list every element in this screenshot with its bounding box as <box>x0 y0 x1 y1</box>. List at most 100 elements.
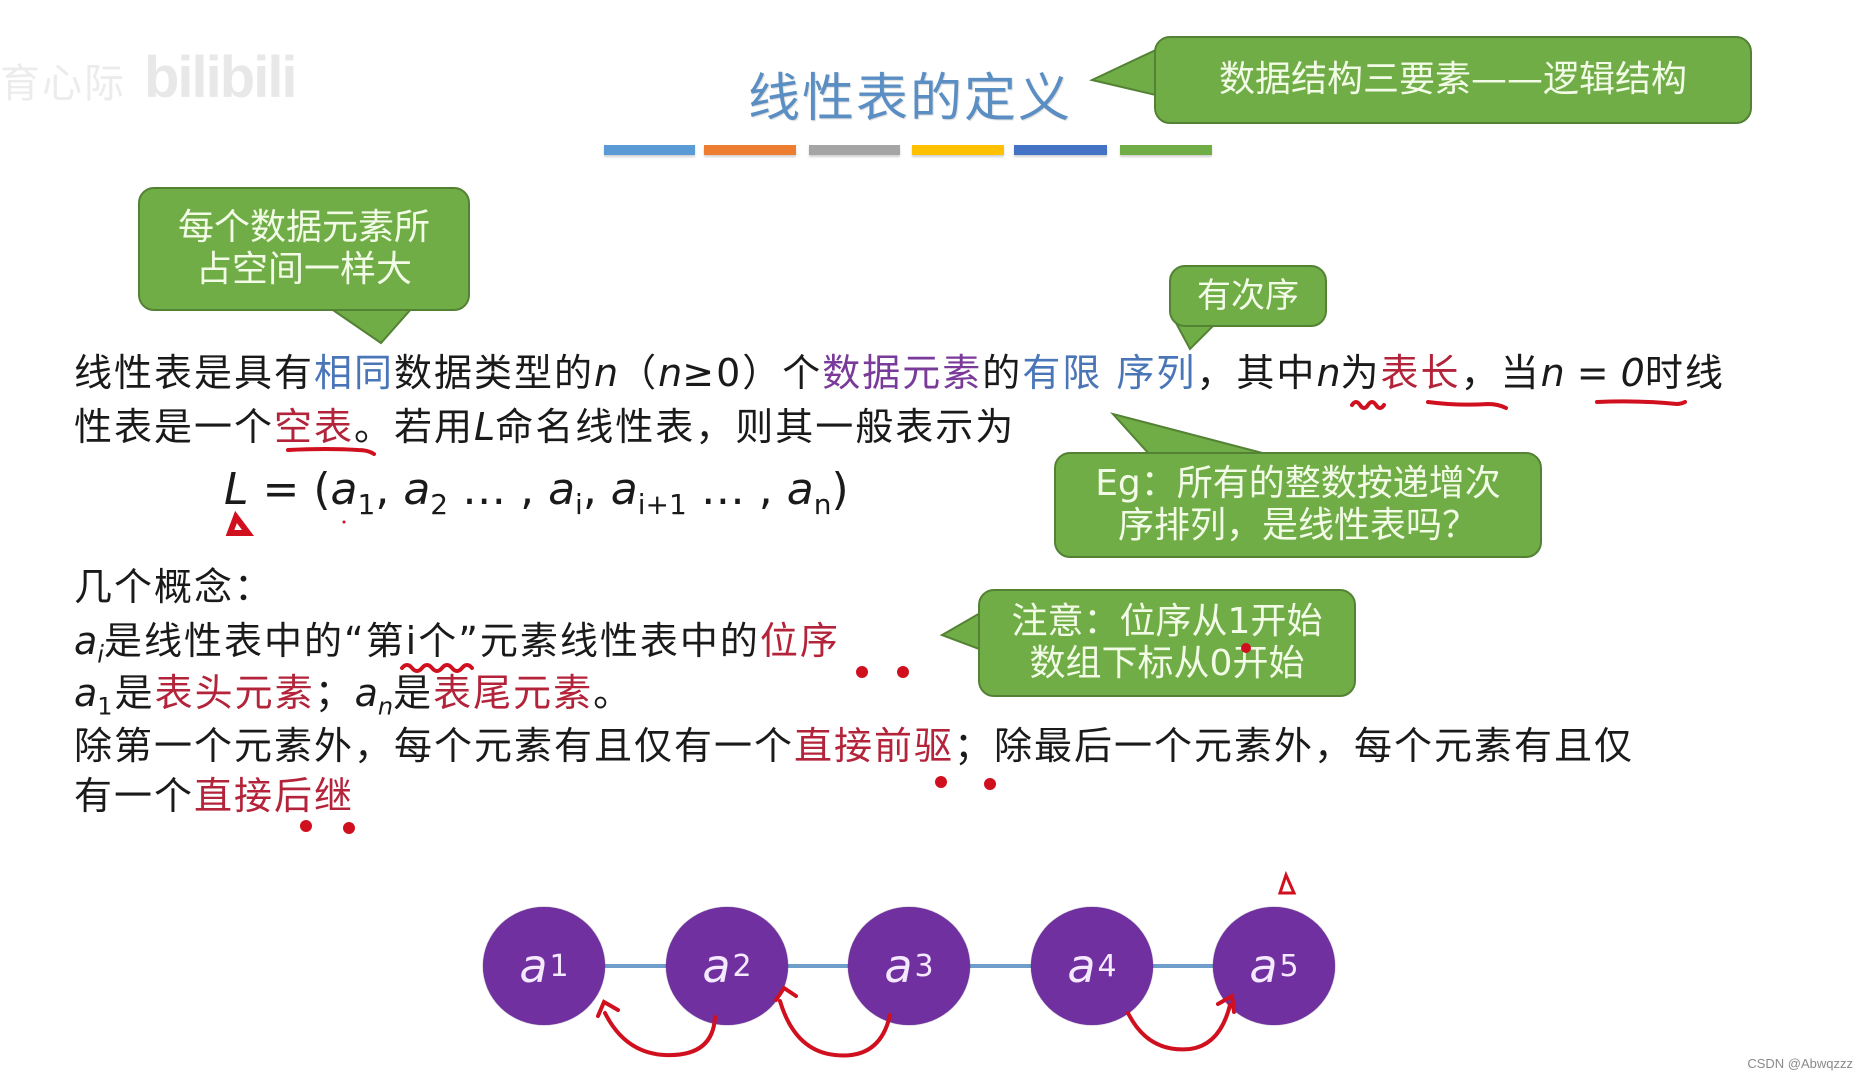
node-label: a <box>884 939 913 993</box>
underline <box>286 447 376 456</box>
text: （ <box>618 351 659 395</box>
csdn-watermark: CSDN @Abwqzzz <box>1747 1056 1853 1071</box>
node-link <box>965 964 1035 968</box>
concept-line-position: ai是线性表中的“第i个”元素线性表中的位序 <box>74 622 840 667</box>
node-label: a <box>519 939 548 993</box>
keyword-direct-predecessor: 直接前驱 <box>794 724 955 768</box>
subscript: 1 <box>357 487 376 521</box>
node-label: a <box>702 939 731 993</box>
color-bar-darkblue <box>1014 145 1107 155</box>
var-a: a <box>548 464 576 515</box>
subscript: n <box>813 487 832 521</box>
keyword-data-elements: 数据元素 <box>822 351 983 395</box>
subscript: n <box>377 692 394 721</box>
text: ) <box>831 464 849 515</box>
text: ，其中 <box>1196 351 1317 395</box>
callout-note: 注意：位序从1开始 数组下标从0开始 <box>978 589 1356 697</box>
keyword-direct-successor: 直接后继 <box>194 774 355 818</box>
callout-text: 有次序 <box>1197 275 1299 316</box>
watermark-text: 育心际 <box>0 61 126 107</box>
text: 数据类型的 <box>394 351 595 395</box>
text: … , <box>686 464 787 515</box>
callout-text: 每个数据元素所 <box>177 206 430 248</box>
var-a: a <box>74 671 98 715</box>
callout-logic-structure: 数据结构三要素——逻辑结构 <box>1154 36 1752 124</box>
color-bar-gray <box>809 145 900 155</box>
definition-line-1: 线性表是具有相同数据类型的n（n≥0）个数据元素的有限 序列，其中n为表长，当n… <box>74 354 1725 392</box>
keyword-same: 相同 <box>314 351 395 395</box>
keyword-empty-table: 空表 <box>274 405 355 449</box>
text: 为 <box>1340 351 1381 395</box>
text: 是 <box>393 671 434 715</box>
text: , <box>375 464 404 515</box>
node-subscript: 1 <box>549 948 569 984</box>
text: 有一个 <box>74 774 195 818</box>
keyword-table-length: 表长 <box>1380 351 1461 395</box>
emphasis-dot <box>897 666 909 678</box>
var-n: n <box>658 351 683 395</box>
arrow-a4-to-a5 <box>1126 1003 1232 1052</box>
underline <box>1426 400 1508 410</box>
node-subscript: 4 <box>1097 948 1117 984</box>
var-a: a <box>74 619 98 663</box>
var-n: n <box>594 351 619 395</box>
callout-text: 注意：位序从1开始 <box>1011 600 1323 642</box>
text: 是 <box>114 671 155 715</box>
var-a: a <box>354 671 378 715</box>
var-a: a <box>610 464 638 515</box>
color-bar-yellow <box>912 145 1004 155</box>
emphasis-dot <box>343 822 355 834</box>
var-n-equals-0: n = 0 <box>1540 351 1645 395</box>
emphasis-dot <box>935 776 947 788</box>
keyword-tail-element: 表尾元素 <box>433 671 594 715</box>
text: 命名线性表，则其一般表示为 <box>495 405 1016 449</box>
callout-ordered: 有次序 <box>1169 265 1327 327</box>
emphasis-dot <box>300 820 312 832</box>
emphasis-dot <box>856 666 868 678</box>
underline <box>1595 399 1687 407</box>
concept-line-head-tail: a1是表头元素；an是表尾元素。 <box>74 674 633 719</box>
node-label: a <box>1067 939 1096 993</box>
concept-line-successor: 有一个直接后继 <box>74 777 354 815</box>
squiggle-underline <box>1350 400 1386 410</box>
var-a: a <box>403 464 431 515</box>
var-n: n <box>1316 351 1341 395</box>
slide-title: 线性表的定义 <box>748 69 1073 129</box>
callout-text: 数据结构三要素——逻辑结构 <box>1218 58 1687 100</box>
node-link <box>783 964 853 968</box>
keyword-finite: 有限 <box>1022 351 1103 395</box>
var-a: a <box>786 464 814 515</box>
text: ； <box>314 671 355 715</box>
definition-line-2: 性表是一个空表。若用L命名线性表，则其一般表示为 <box>74 408 1015 446</box>
node-subscript: 5 <box>1279 948 1299 984</box>
text: 除第一个元素外，每个元素有且仅有一个 <box>74 724 795 768</box>
text: , <box>582 464 611 515</box>
var-a: a <box>330 464 358 515</box>
text: 。 <box>593 671 634 715</box>
emphasis-dot <box>984 778 996 790</box>
triangle-mark <box>1277 870 1297 895</box>
concept-line-predecessor: 除第一个元素外，每个元素有且仅有一个直接前驱；除最后一个元素外，每个元素有且仅 <box>74 727 1634 765</box>
keyword-sequence: 序列 <box>1102 351 1197 395</box>
callout-same-size: 每个数据元素所 占空间一样大 <box>138 187 470 311</box>
node-subscript: 2 <box>732 948 752 984</box>
text: 的 <box>982 351 1023 395</box>
subscript: i <box>575 487 583 521</box>
text: ；除最后一个元素外，每个元素有且仅 <box>954 724 1635 768</box>
keyword-head-element: 表头元素 <box>154 671 315 715</box>
subscript: i <box>97 640 104 669</box>
color-bar-green <box>1120 145 1212 155</box>
node-link <box>1148 964 1218 968</box>
text: = ( <box>248 464 331 515</box>
text: 性表是一个 <box>74 405 275 449</box>
node-link <box>600 964 670 968</box>
callout-text: 数组下标从0开始 <box>1029 643 1305 684</box>
text: … , <box>448 464 549 515</box>
var-L: L <box>224 464 249 515</box>
